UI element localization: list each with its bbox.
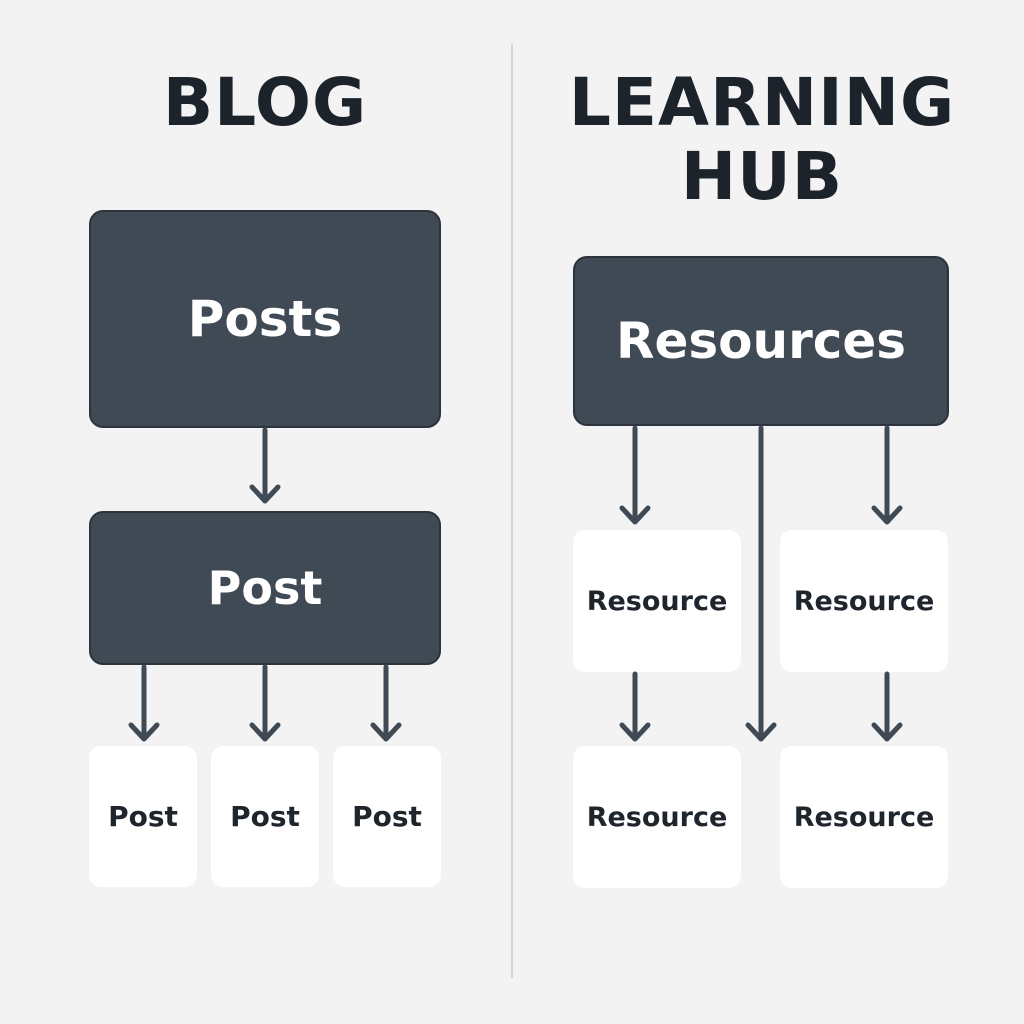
arrow-post-to-leaf-2 (249, 664, 281, 742)
arrow-top-right-to-bottom-right (871, 671, 903, 742)
post-node: Post (89, 511, 441, 665)
learning-hub-title: LEARNING HUB (560, 66, 964, 214)
column-divider (511, 44, 513, 978)
learning-hub-title-line-2: HUB (680, 138, 844, 215)
post-leaf-node: Post (333, 746, 441, 887)
arrow-top-left-to-bottom-left (619, 671, 651, 742)
arrow-post-to-leaf-3 (370, 664, 402, 742)
arrow-resources-to-top-right (871, 425, 903, 525)
post-leaf-node: Post (211, 746, 319, 887)
resource-node-top-right: Resource (780, 530, 948, 672)
arrow-post-to-leaf-1 (128, 664, 160, 742)
resource-node-bottom-left: Resource (573, 746, 741, 888)
learning-hub-title-line-1: LEARNING (568, 64, 956, 141)
arrow-resources-center-long (745, 425, 777, 742)
resources-node: Resources (573, 256, 949, 426)
posts-node: Posts (89, 210, 441, 428)
blog-title: BLOG (162, 64, 368, 141)
arrow-resources-to-top-left (619, 425, 651, 525)
post-leaf-node: Post (89, 746, 197, 887)
resource-node-bottom-right: Resource (780, 746, 948, 888)
arrow-posts-to-post (249, 427, 281, 504)
resource-node-top-left: Resource (573, 530, 741, 672)
